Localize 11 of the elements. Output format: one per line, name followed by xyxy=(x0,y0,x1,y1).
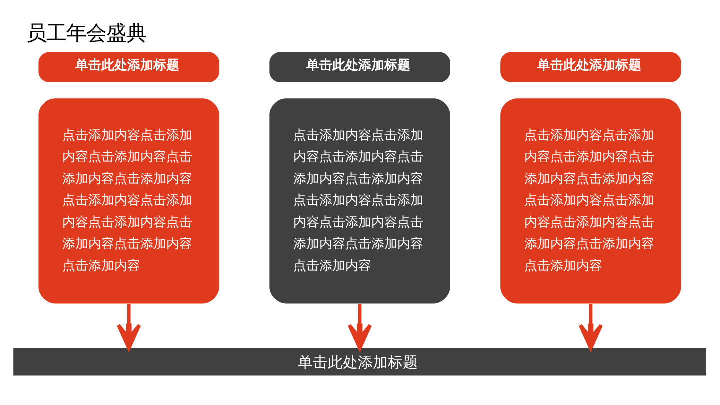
node-box: 单击此处添加标题 xyxy=(14,348,706,376)
node-box: 单击此处添加标题 xyxy=(270,52,450,82)
node-box: 单击此处添加标题 xyxy=(38,52,220,82)
node-box: 点击添加内容点击添加内容点击添加内容点击添加内容点击添加内容点击添加内容点击添加内容点击添加内容点击添加内容点击添加内容点击添加内容 xyxy=(270,98,450,304)
node-box: 单击此处添加标题 xyxy=(500,52,682,82)
diagram-title: 员工年会盛典 xyxy=(26,21,146,46)
arrow xyxy=(348,304,372,350)
arrow xyxy=(116,304,142,350)
node-box: 点击添加内容点击添加内容点击添加内容点击添加内容点击添加内容点击添加内容点击添加内容点击添加内容点击添加内容点击添加内容点击添加内容 xyxy=(500,98,682,304)
node-box: 点击添加内容点击添加内容点击添加内容点击添加内容点击添加内容点击添加内容点击添加内容点击添加内容点击添加内容点击添加内容点击添加内容 xyxy=(38,98,220,304)
arrow xyxy=(578,304,604,350)
